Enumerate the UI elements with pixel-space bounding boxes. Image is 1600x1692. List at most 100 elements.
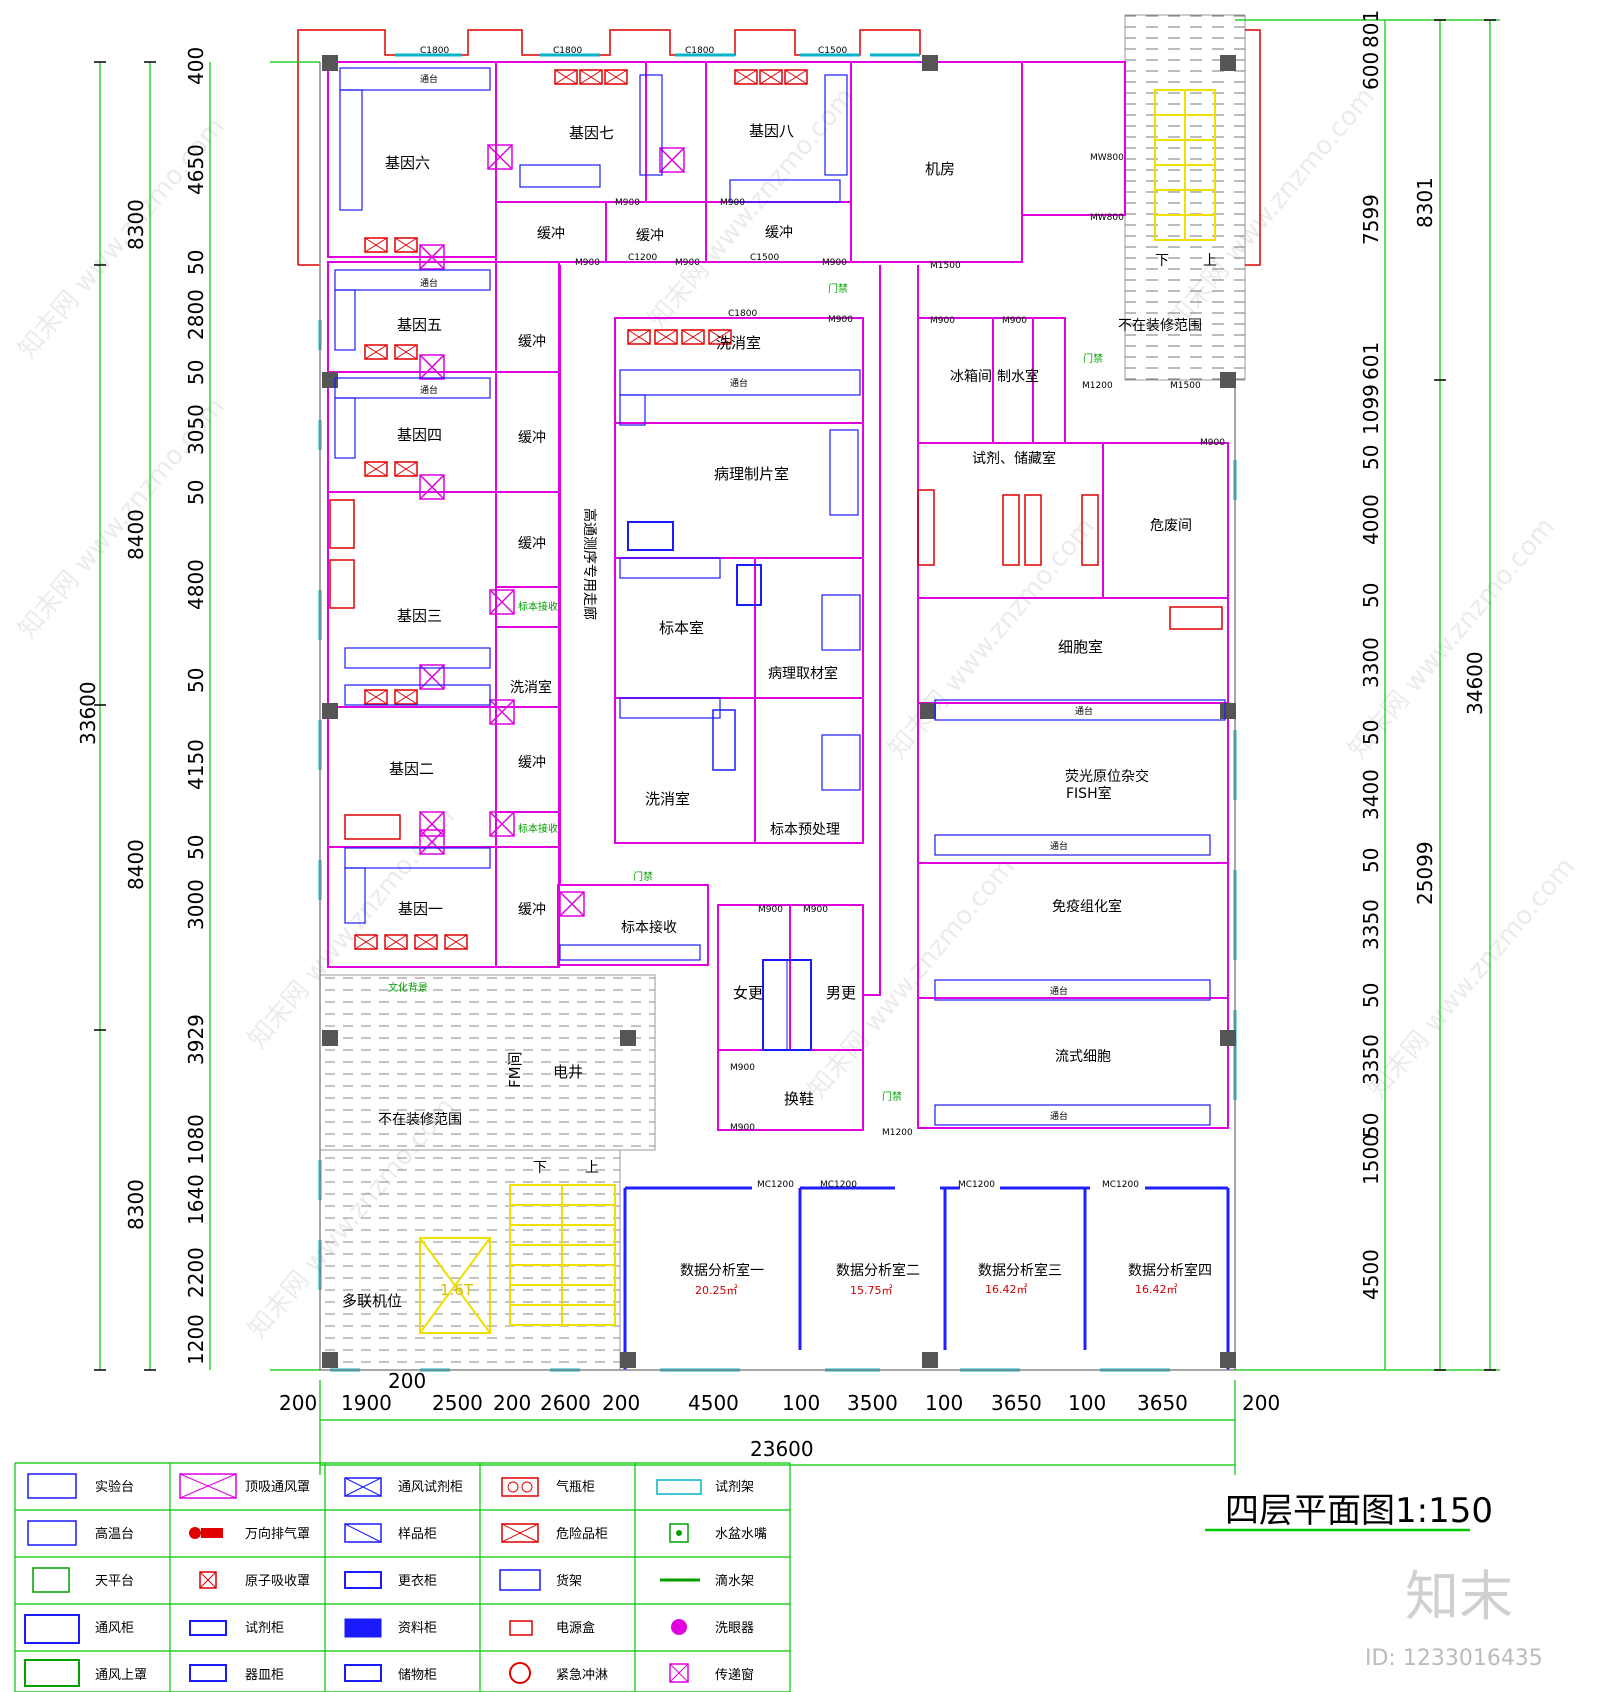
dims-right-inner: 600 801 7599 601 1099 50 4000 50 3300 50… <box>1359 10 1487 1300</box>
hot-bench-icon <box>27 1520 77 1546</box>
legend-label: 顶吸通风罩 <box>245 1480 310 1495</box>
benches <box>334 67 1226 1126</box>
door-tag: MW800 <box>1090 153 1124 163</box>
door-tag: M900 <box>758 905 783 915</box>
room-buffer: 缓冲 <box>518 536 546 552</box>
dim-right-inner: 3350 <box>1359 1034 1383 1085</box>
shower-icon <box>509 1662 531 1684</box>
room-jy7: 基因七 <box>569 124 614 142</box>
dim-bottom: 200 <box>279 1391 317 1415</box>
room-buffer: 缓冲 <box>518 430 546 446</box>
room-shaft: 电井 <box>553 1063 583 1081</box>
dim-left-outer: 8400 <box>124 839 148 890</box>
door-tag: M1200 <box>882 1128 913 1138</box>
hood-icon <box>179 1473 237 1499</box>
dim-left-inner: 1080 <box>184 1114 208 1165</box>
brand-logo: 知末 <box>1405 1565 1513 1628</box>
door-tag: MC1200 <box>820 1180 857 1190</box>
room-data-4-area: 16.42㎡ <box>1135 1283 1178 1296</box>
room-wash-3: 洗消室 <box>645 790 690 808</box>
room-fm: FM间 <box>506 1051 524 1088</box>
dim-left-outer: 8300 <box>124 199 148 250</box>
room-flow: 流式细胞 <box>1055 1049 1111 1065</box>
door-tag: M900 <box>803 905 828 915</box>
legend-label: 水盆水嘴 <box>715 1527 767 1542</box>
dim-bottom: 100 <box>925 1391 963 1415</box>
dim-bottom: 200 <box>493 1391 531 1415</box>
room-wash-2: 洗消室 <box>510 679 552 696</box>
dim-bottom: 200 <box>602 1391 640 1415</box>
legend-label: 实验台 <box>95 1479 134 1495</box>
dims-left-outer: 8300 8400 8400 8300 33600 <box>76 199 148 1230</box>
dimension-lines <box>99 19 1500 1532</box>
bench-label: 通台 <box>420 384 438 396</box>
dim-left-inner: 50 <box>184 668 208 693</box>
room-jy1: 基因一 <box>398 900 443 918</box>
dim-bottom: 2600 <box>540 1391 591 1415</box>
room-buffer: 缓冲 <box>765 225 793 241</box>
legend-label: 资料柜 <box>398 1621 437 1636</box>
dim-right-inner: 50 <box>1359 445 1383 470</box>
dim-right-total: 34600 <box>1463 651 1487 715</box>
room-labels: 基因六 基因七 基因八 机房 缓冲 缓冲 缓冲 基因五 缓冲 洗消室 基因四 缓… <box>342 73 1217 1310</box>
door-tag: M1500 <box>1170 381 1201 391</box>
dim-left-inner: 50 <box>184 250 208 275</box>
dim-left-inner: 1200 <box>184 1314 208 1365</box>
storage-icon <box>344 1664 382 1682</box>
dim-left-total: 33600 <box>76 681 100 745</box>
dim-bottom: 4500 <box>688 1391 739 1415</box>
bench-label: 通台 <box>1050 985 1068 997</box>
watermark-layer: 知末网 www.znzmo.com 知末网 www.znzmo.com 知末网 … <box>12 82 1581 1344</box>
room-male-change: 男更 <box>826 984 856 1002</box>
dim-right-mid: 8301 <box>1413 177 1437 228</box>
door-tag: M1200 <box>1082 381 1113 391</box>
watermark-text: 知末网 www.znzmo.com <box>642 82 861 334</box>
legend-label: 试剂架 <box>715 1480 754 1495</box>
room-data-3-area: 16.42㎡ <box>985 1283 1028 1296</box>
watermark-text: 知末网 www.znzmo.com <box>802 852 1021 1104</box>
gas-cab-icon <box>501 1477 539 1497</box>
dim-left-inner: 4800 <box>184 559 208 610</box>
sample-cab-icon <box>344 1523 382 1543</box>
dim-left-inner: 50 <box>184 360 208 385</box>
legend-label: 万向排气罩 <box>245 1526 310 1542</box>
room-specimen-receive: 标本接收 <box>518 600 558 613</box>
access-control-tag: 门禁 <box>882 1090 902 1103</box>
elevator-icon <box>419 1237 491 1334</box>
room-data-2-area: 15.75㎡ <box>850 1284 893 1297</box>
dim-right-inner: 50 <box>1359 848 1383 873</box>
legend-label: 危险品柜 <box>556 1527 608 1542</box>
dim-bottom-total: 23600 <box>750 1437 814 1461</box>
upper-hood-icon <box>24 1659 80 1687</box>
stair-down: 下 <box>1155 253 1169 269</box>
legend-label: 原子吸收罩 <box>245 1574 310 1589</box>
dim-bottom: 1900 <box>341 1391 392 1415</box>
dim-left-inner: 50 <box>184 480 208 505</box>
room-female-change: 女更 <box>733 984 763 1002</box>
dim-bottom: 3650 <box>991 1391 1042 1415</box>
room-cell: 细胞室 <box>1058 638 1103 656</box>
eyewash-icon <box>671 1619 687 1635</box>
room-specimen: 标本室 <box>659 619 704 637</box>
reagent-icon <box>189 1620 227 1636</box>
stair-down: 下 <box>533 1160 547 1176</box>
legend-label: 器皿柜 <box>245 1668 284 1683</box>
dim-left-inner: 4650 <box>184 144 208 195</box>
dim-left-inner: 50 <box>184 835 208 860</box>
bench-label: 通台 <box>1050 1110 1068 1122</box>
door-tag: M900 <box>720 198 745 208</box>
room-water: 制水室 <box>997 368 1039 385</box>
dim-bottom: 100 <box>782 1391 820 1415</box>
excluded-area-sw2 <box>319 1149 621 1371</box>
balance-icon <box>32 1567 70 1593</box>
elevator-size: 1.6T <box>440 1281 474 1299</box>
dim-right-inner: 50 <box>1359 720 1383 745</box>
room-jy6: 基因六 <box>385 154 430 172</box>
dim-right-inner: 4500 <box>1359 1249 1383 1300</box>
dim-right-inner: 4000 <box>1359 494 1383 545</box>
dim-left-inner: 1640 <box>184 1174 208 1225</box>
door-tag: MC1200 <box>958 1180 995 1190</box>
dim-right-inner: 801 <box>1359 10 1383 48</box>
room-buffer: 缓冲 <box>518 902 546 918</box>
